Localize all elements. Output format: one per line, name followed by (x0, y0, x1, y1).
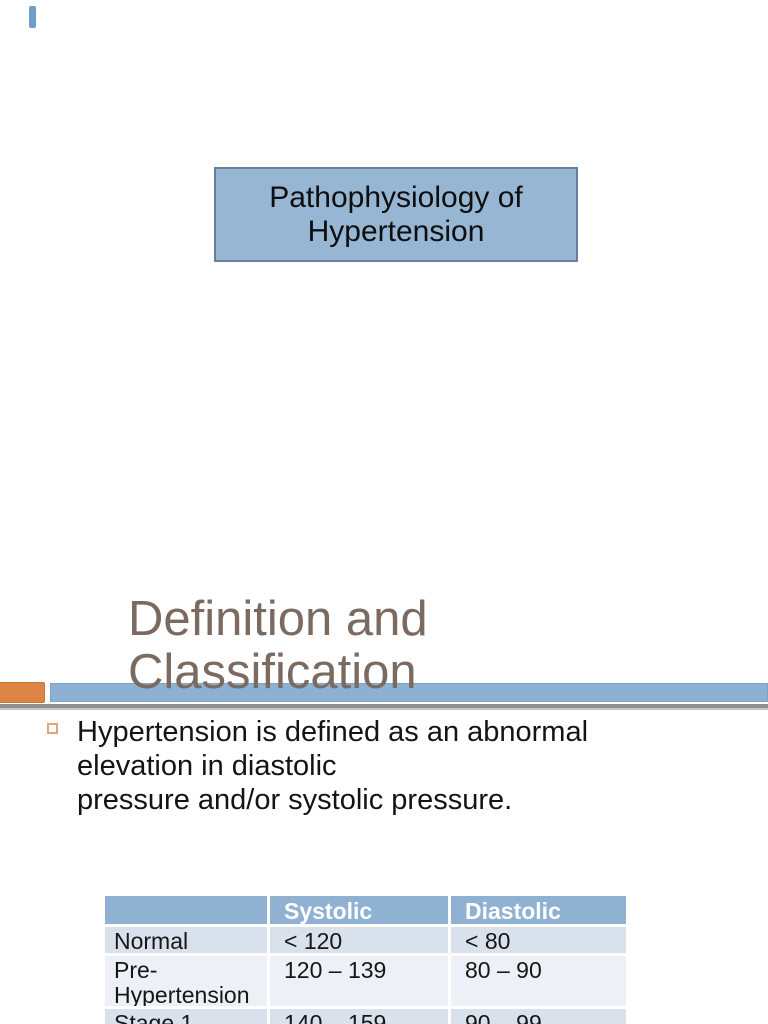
bullet-text: Hypertension is defined as an abnormal e… (77, 716, 589, 816)
divider-orange-accent (0, 682, 45, 703)
table-cell-normal-label: Normal (105, 927, 267, 953)
table-cell-normal-systolic: < 120 (270, 927, 448, 953)
bp-classification-table: Systolic Diastolic Normal < 120 < 80 Pre… (105, 896, 626, 1024)
table-cell-prehypertension-label: Pre-Hypertension (105, 956, 267, 1006)
table-cell-stage1-systolic: 140 – 159 (270, 1009, 448, 1024)
table-header-empty (105, 896, 267, 924)
table-cell-prehypertension-systolic: 120 – 139 (270, 956, 448, 1006)
page-accent-dash (29, 6, 36, 28)
divider-shadow-line-light (0, 708, 768, 710)
table-cell-prehypertension-diastolic: 80 – 90 (451, 956, 626, 1006)
title-slide-box: Pathophysiology of Hypertension (214, 167, 578, 262)
table-cell-stage1-label: Stage 1 (105, 1009, 267, 1024)
title-slide-text: Pathophysiology of Hypertension (269, 180, 523, 248)
bullet-square-icon (47, 723, 58, 734)
divider-shadow-line (0, 704, 768, 708)
table-cell-normal-diastolic: < 80 (451, 927, 626, 953)
table-cell-stage1-diastolic: 90 – 99 (451, 1009, 626, 1024)
table-header-systolic: Systolic (270, 896, 448, 924)
section-heading: Definition and Classification (128, 592, 428, 699)
table-header-diastolic: Diastolic (451, 896, 626, 924)
